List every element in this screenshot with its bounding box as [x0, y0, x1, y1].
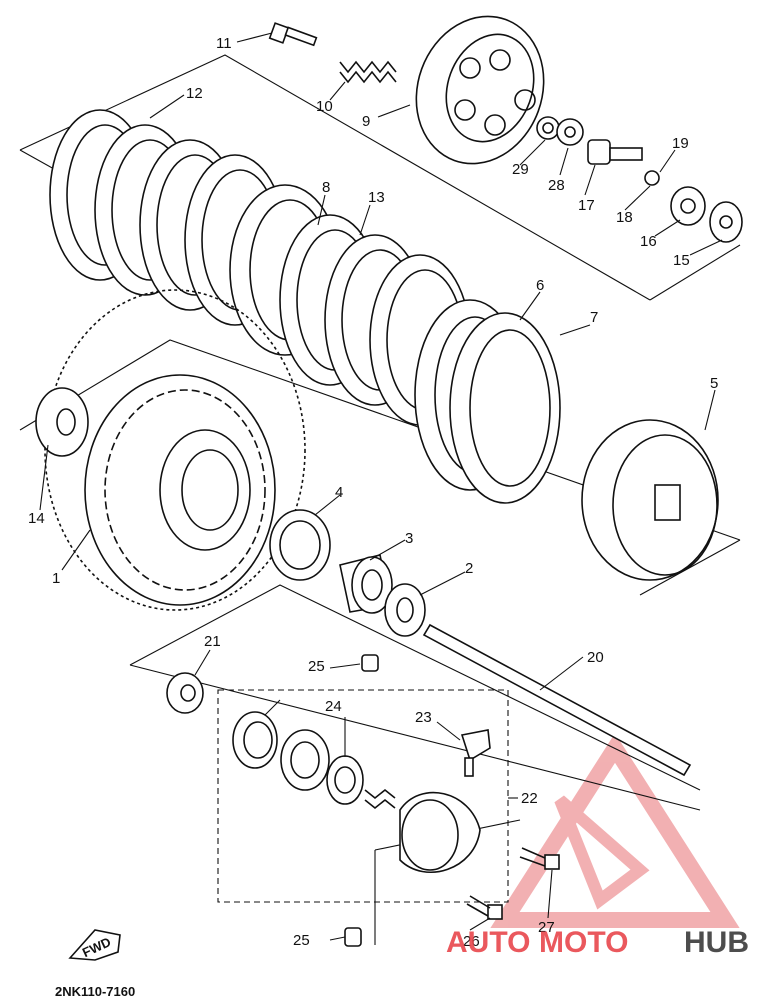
- bolt-26: [466, 895, 503, 920]
- watermark-logo: [490, 733, 740, 928]
- dowel-25-bottom: [344, 927, 362, 947]
- callout-13: 13: [368, 189, 385, 206]
- watermark-moto: MOTO: [539, 926, 628, 959]
- callout-10: 10: [316, 98, 333, 115]
- small-parts-right: [536, 116, 743, 243]
- watermark-hub: HUB: [684, 926, 749, 959]
- callout-6: 6: [536, 277, 544, 294]
- callout-16: 16: [640, 233, 657, 250]
- callout-25-top: 25: [308, 658, 325, 675]
- callout-9: 9: [362, 113, 370, 130]
- clutch-spring-10: [339, 60, 397, 84]
- clutch-boss-5: [581, 419, 719, 581]
- callout-leaders: [39, 32, 723, 941]
- callout-24: 24: [325, 698, 342, 715]
- seal-kit-24: [232, 711, 396, 810]
- callout-27: 27: [538, 919, 555, 936]
- callout-7: 7: [590, 309, 598, 326]
- callout-23: 23: [415, 709, 432, 726]
- spacer-3: [339, 554, 393, 614]
- clutch-plate-stack: [49, 109, 561, 504]
- callout-8: 8: [322, 179, 330, 196]
- callout-25-bottom: 25: [293, 932, 310, 949]
- callout-17: 17: [578, 197, 595, 214]
- thrust-washer-14: [35, 387, 89, 457]
- callout-22: 22: [521, 790, 538, 807]
- callout-26: 26: [463, 933, 480, 950]
- fwd-arrow: FWD: [68, 929, 121, 961]
- callout-12: 12: [186, 85, 203, 102]
- callout-20: 20: [587, 649, 604, 666]
- watermark-auto: AUTO: [446, 926, 530, 959]
- watermark-text: AUTO MOTO HUB: [446, 926, 749, 959]
- pressure-plate-9: [415, 15, 545, 165]
- callout-1: 1: [52, 570, 60, 587]
- callout-2: 2: [465, 560, 473, 577]
- callout-15: 15: [673, 252, 690, 269]
- bleed-screw-23: [460, 729, 491, 777]
- dowel-25-top: [361, 654, 379, 672]
- callout-11: 11: [216, 35, 232, 52]
- release-cylinder-22: [399, 791, 481, 874]
- clutch-housing-1: [44, 289, 306, 611]
- diagram-code: 2NK110-7160: [55, 984, 135, 999]
- callout-4: 4: [335, 484, 343, 501]
- callout-14: 14: [28, 510, 45, 527]
- bolt-11: [268, 22, 318, 47]
- callout-29: 29: [512, 161, 529, 178]
- callout-3: 3: [405, 530, 413, 547]
- bolt-27: [519, 847, 560, 870]
- callout-28: 28: [548, 177, 565, 194]
- callout-5: 5: [710, 375, 718, 392]
- needle-bearing-4: [269, 509, 331, 581]
- callout-19: 19: [672, 135, 689, 152]
- callout-21: 21: [204, 633, 221, 650]
- washer-2: [384, 583, 426, 637]
- callout-labels: 11 10 9 12 8 13 6 7 29 28 17 18 19 16 15…: [28, 35, 718, 950]
- push-rod-20: [422, 623, 692, 777]
- oil-seal-21: [166, 672, 204, 714]
- callout-18: 18: [616, 209, 633, 226]
